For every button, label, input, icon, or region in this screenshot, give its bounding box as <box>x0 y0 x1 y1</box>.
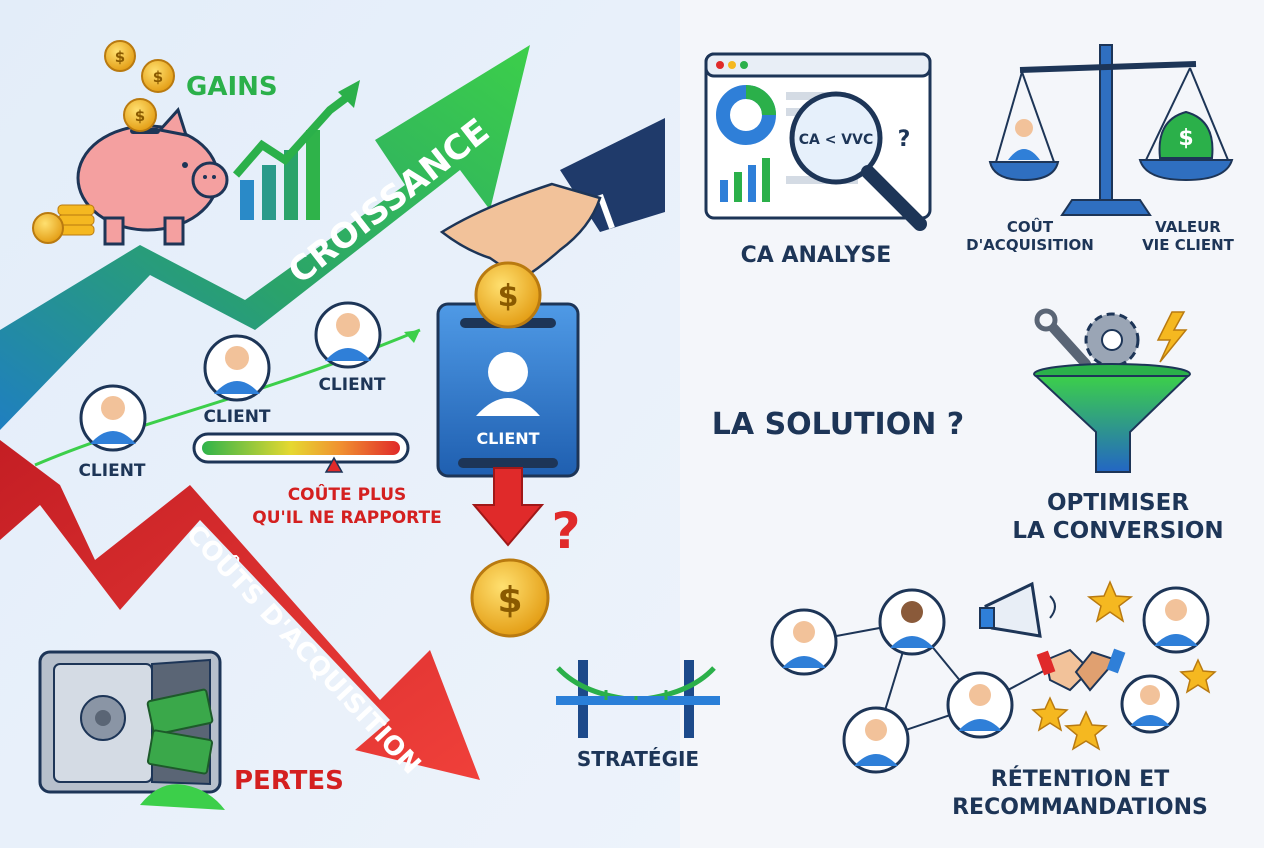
balance-scale-icon <box>988 44 1234 216</box>
down-arrow-icon <box>471 467 545 547</box>
solution-title: LA SOLUTION ? <box>712 407 964 442</box>
bridge-label: STRATÉGIE <box>577 747 699 771</box>
person-avatar <box>770 608 838 676</box>
coin-icon <box>470 558 550 638</box>
meter-caption: QU'IL NE RAPPORTE <box>252 508 441 528</box>
client-avatar <box>314 301 382 369</box>
piggy-bank-icon <box>76 107 229 246</box>
lens-text: CA < VVC <box>799 132 874 148</box>
balance-right-label: VIE CLIENT <box>1142 236 1235 254</box>
coin-symbol: $ <box>115 48 125 66</box>
growth-chart-icon <box>232 80 360 220</box>
gains-label: GAINS <box>186 72 278 102</box>
megaphone-icon <box>979 581 1056 638</box>
person-avatar <box>946 671 1014 739</box>
growth-arrow <box>0 45 530 430</box>
balance-left-label: D'ACQUISITION <box>966 236 1094 254</box>
person-avatar <box>842 706 910 774</box>
gear-icon <box>1084 312 1140 368</box>
money-bag-symbol: $ <box>1178 126 1193 151</box>
funnel-icon <box>1033 363 1191 473</box>
person-avatar <box>1120 674 1180 734</box>
client-label: CLIENT <box>78 461 145 481</box>
acquisition-cost-arrow <box>0 440 480 780</box>
person-avatar <box>878 588 946 656</box>
lens-question-mark: ? <box>898 127 911 152</box>
client-label: CLIENT <box>203 407 270 427</box>
magnifier-icon <box>789 91 927 231</box>
client-card <box>436 302 580 478</box>
client-label: CLIENT <box>318 375 385 395</box>
question-mark: ? <box>551 502 580 560</box>
funnel-label: OPTIMISER <box>1047 490 1189 516</box>
client-avatar <box>203 334 271 402</box>
coin-symbol: $ <box>498 279 519 314</box>
lightning-bolt-icon <box>1156 311 1188 363</box>
cost-meter-gauge <box>192 432 410 473</box>
person-avatar <box>1142 586 1210 654</box>
coins-icon <box>32 40 175 244</box>
star-icon <box>1031 580 1217 751</box>
balance-left-label: COÛT <box>1007 217 1054 236</box>
balance-right-label: VALEUR <box>1155 218 1221 236</box>
network-label: RECOMMANDATIONS <box>952 795 1208 820</box>
network-label: RÉTENTION ET <box>991 766 1169 792</box>
meter-caption: COÛTE PLUS <box>288 483 407 505</box>
coin-symbol: $ <box>135 107 145 125</box>
losses-label: PERTES <box>234 766 344 796</box>
money-bills-icon <box>140 688 225 810</box>
client-trend-arrowhead <box>404 330 420 343</box>
client-avatar <box>79 384 147 452</box>
coin-symbol: $ <box>153 68 163 86</box>
handshake-icon <box>1036 648 1126 692</box>
client-card-label: CLIENT <box>476 429 539 448</box>
bridge-icon <box>556 660 720 738</box>
coin-symbol: $ <box>497 580 522 621</box>
funnel-label: LA CONVERSION <box>1012 518 1223 544</box>
wrench-icon <box>1034 308 1091 369</box>
hand-inserting-coin-icon <box>439 118 665 282</box>
analysis-label: CA ANALYSE <box>741 243 892 268</box>
coin-icon <box>474 261 542 329</box>
